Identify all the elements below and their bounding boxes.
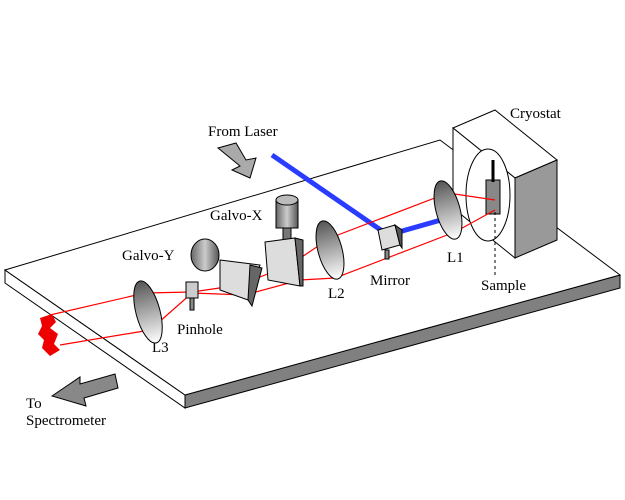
to-spectrometer-arrow-icon (50, 373, 119, 407)
sample-holder (485, 179, 501, 215)
label-galvo-x: Galvo-X (210, 208, 263, 224)
label-to-spectrometer-line2: Spectrometer (26, 413, 106, 429)
cryostat (452, 109, 558, 260)
label-pinhole: Pinhole (177, 322, 223, 338)
label-l1: L1 (447, 250, 464, 266)
label-l2: L2 (328, 286, 345, 302)
lens-l3 (133, 280, 163, 344)
pinhole (185, 281, 199, 311)
label-galvo-y: Galvo-Y (122, 248, 175, 264)
label-sample: Sample (481, 278, 526, 294)
label-from-laser: From Laser (208, 124, 278, 140)
galvo-y (190, 238, 263, 308)
label-mirror: Mirror (370, 273, 410, 289)
galvo-x (264, 194, 304, 287)
label-to-spectrometer-line1: To (26, 396, 42, 412)
lens-l1 (433, 180, 463, 240)
from-laser-arrow-icon (216, 142, 257, 179)
mirror (377, 223, 403, 260)
label-cryostat: Cryostat (510, 106, 562, 122)
lens-l2 (315, 220, 345, 280)
label-l3: L3 (152, 340, 169, 356)
spectrometer-input-blob (38, 314, 60, 356)
